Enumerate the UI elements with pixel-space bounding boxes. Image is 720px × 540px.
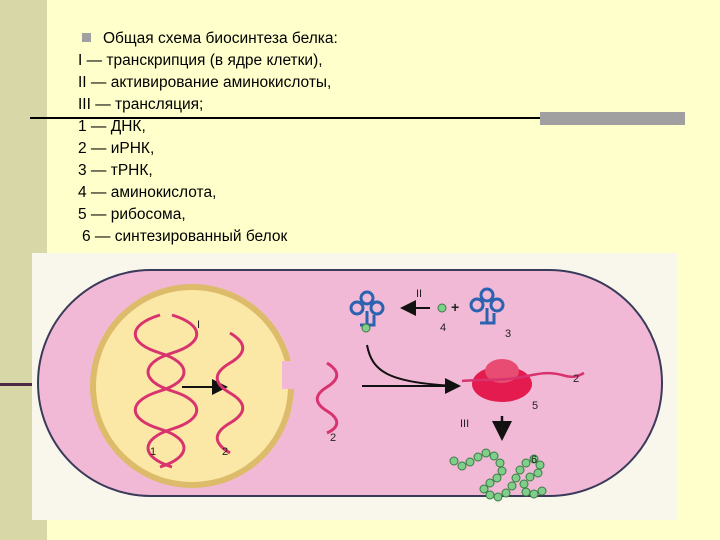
sidebar-accent-line [0, 383, 47, 386]
legend-line-trna: 3 — тРНК, [78, 162, 153, 179]
mrna-ribosome [461, 371, 585, 383]
label-2-mrna-cytoplasm: 2 [330, 432, 336, 444]
arrow-trna-to-ribosome [366, 344, 458, 387]
free-trna [469, 287, 505, 325]
mrna-cytoplasm [315, 361, 339, 435]
label-2-mrna-nucleus: 2 [222, 446, 228, 458]
label-4-amino-acid: 4 [440, 322, 446, 334]
dna-strand-b [146, 313, 199, 469]
bound-amino-acid [361, 323, 371, 333]
legend-heading-text: Общая схема биосинтеза белка: [103, 30, 338, 47]
label-6-protein: 6 [531, 454, 537, 466]
ribosome-small-subunit [485, 359, 519, 383]
label-stage-iii: III [460, 418, 469, 430]
free-amino-acid [437, 303, 447, 313]
horizontal-rule-bar [540, 112, 685, 125]
protein-chain [449, 448, 547, 502]
label-2-mrna-ribosome: 2 [573, 373, 579, 385]
square-bullet-icon [82, 33, 91, 42]
label-3-trna: 3 [505, 328, 511, 340]
legend-text: Общая схема биосинтеза белка: I — транск… [78, 28, 598, 248]
legend-line-mrna: 2 — иРНК, [78, 140, 155, 157]
plus-sign: + [451, 299, 459, 315]
biosynthesis-diagram: + I II III 1 2 2 [32, 253, 677, 520]
label-5-ribosome: 5 [532, 400, 538, 412]
label-stage-ii: II [416, 288, 422, 300]
label-stage-i: I [197, 319, 200, 331]
legend-line-translation: III — трансляция; [78, 96, 204, 113]
legend-line-activation: II — активирование аминокислоты, [78, 74, 332, 91]
nuclear-pore [282, 361, 298, 389]
legend-heading: Общая схема биосинтеза белка: [78, 28, 598, 50]
legend-line-amino-acid: 4 — аминокислота, [78, 184, 217, 201]
legend-line-protein: 6 — синтезированный белок [82, 228, 288, 245]
mrna-nucleus [215, 331, 245, 455]
horizontal-rule [30, 117, 685, 119]
diagram-svg: + I II III 1 2 2 [37, 269, 663, 502]
legend-line-transcription: I — транскрипция (в ядре клетки), [78, 52, 323, 69]
label-1-dna: 1 [150, 446, 156, 458]
dna-strand-a [133, 313, 186, 469]
legend-line-dna: 1 — ДНК, [78, 118, 146, 135]
legend-line-ribosome: 5 — рибосома, [78, 206, 186, 223]
